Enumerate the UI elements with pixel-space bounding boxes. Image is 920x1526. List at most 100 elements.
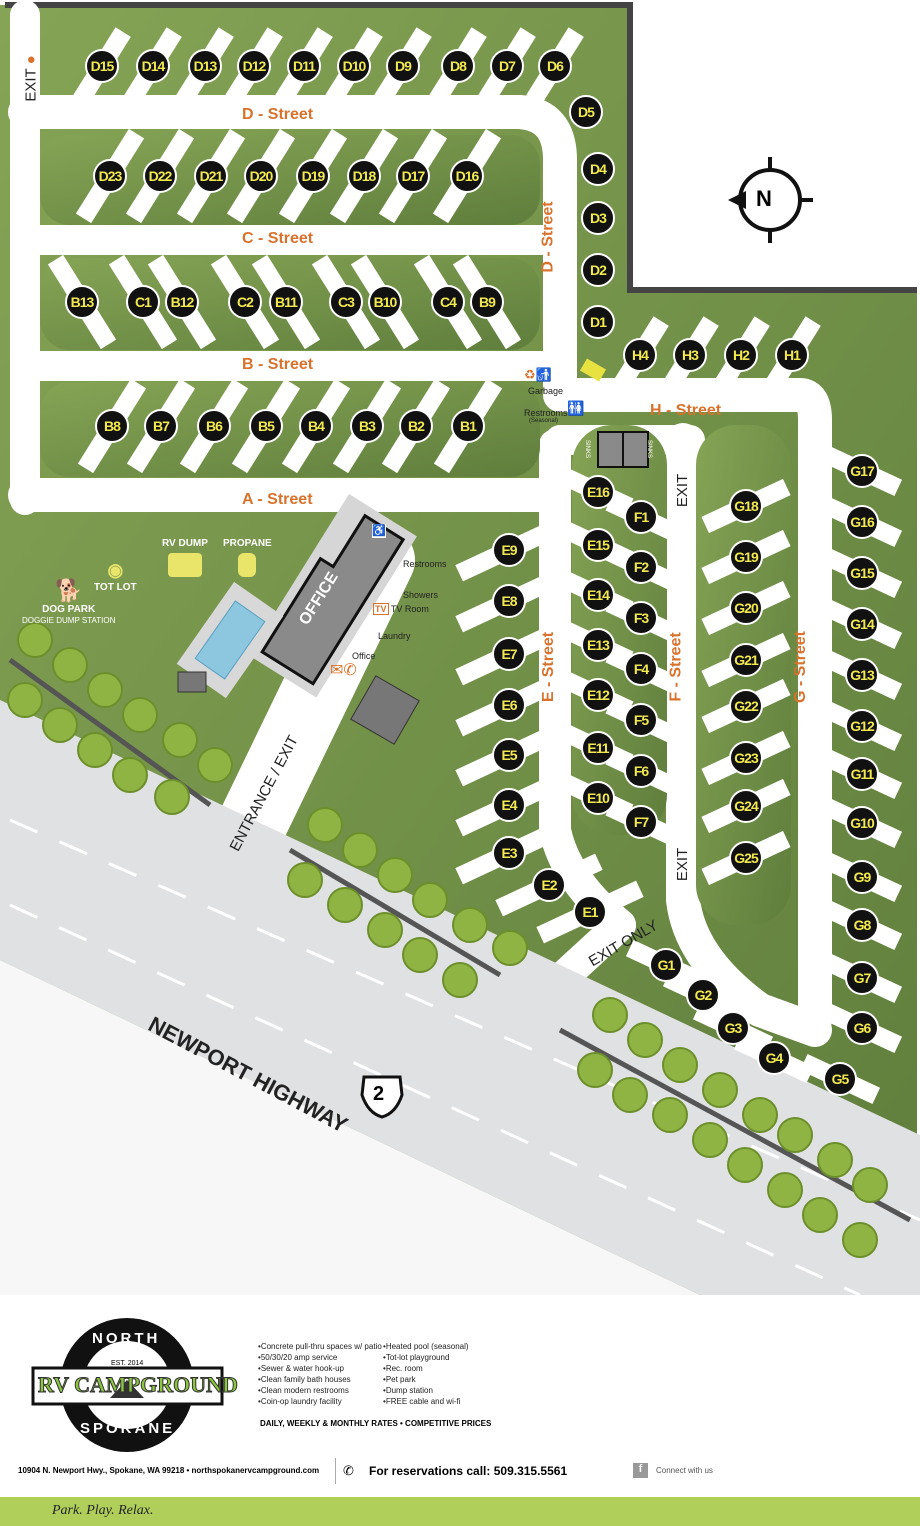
site-d11[interactable]: D11	[287, 49, 321, 83]
site-e12[interactable]: E12	[581, 678, 615, 712]
site-d10[interactable]: D10	[337, 49, 371, 83]
site-g3[interactable]: G3	[716, 1011, 750, 1045]
exit-f-top[interactable]: EXIT	[674, 473, 692, 508]
site-e13[interactable]: E13	[581, 628, 615, 662]
site-e15[interactable]: E15	[581, 528, 615, 562]
site-e1[interactable]: E1	[573, 895, 607, 929]
site-d2[interactable]: D2	[581, 253, 615, 287]
feature-item: Clean modern restrooms	[258, 1385, 382, 1396]
site-d17[interactable]: D17	[396, 159, 430, 193]
site-g16[interactable]: G16	[845, 505, 879, 539]
site-d19[interactable]: D19	[296, 159, 330, 193]
site-b13[interactable]: B13	[65, 285, 99, 319]
site-d5[interactable]: D5	[569, 95, 603, 129]
site-e6[interactable]: E6	[492, 688, 526, 722]
site-g11[interactable]: G11	[845, 757, 879, 791]
site-h1[interactable]: H1	[775, 338, 809, 372]
site-g12[interactable]: G12	[845, 709, 879, 743]
site-e2[interactable]: E2	[532, 868, 566, 902]
site-f3[interactable]: F3	[624, 601, 658, 635]
site-e3[interactable]: E3	[492, 836, 526, 870]
site-b4[interactable]: B4	[299, 409, 333, 443]
site-d13[interactable]: D13	[188, 49, 222, 83]
site-g10[interactable]: G10	[845, 806, 879, 840]
site-h2[interactable]: H2	[724, 338, 758, 372]
site-g8[interactable]: G8	[845, 908, 879, 942]
exit-f-bottom[interactable]: EXIT	[674, 847, 692, 882]
site-g25[interactable]: G25	[729, 841, 763, 875]
site-g7[interactable]: G7	[845, 961, 879, 995]
site-d21[interactable]: D21	[194, 159, 228, 193]
site-c2[interactable]: C2	[228, 285, 262, 319]
site-g1[interactable]: G1	[649, 948, 683, 982]
site-g24[interactable]: G24	[729, 789, 763, 823]
site-d14[interactable]: D14	[136, 49, 170, 83]
site-d23[interactable]: D23	[93, 159, 127, 193]
site-e9[interactable]: E9	[492, 533, 526, 567]
site-g22[interactable]: G22	[729, 689, 763, 723]
site-d9[interactable]: D9	[386, 49, 420, 83]
site-d7[interactable]: D7	[490, 49, 524, 83]
site-d4[interactable]: D4	[581, 152, 615, 186]
site-d8[interactable]: D8	[441, 49, 475, 83]
facebook-icon[interactable]: f	[633, 1463, 648, 1478]
site-d6[interactable]: D6	[538, 49, 572, 83]
site-d22[interactable]: D22	[143, 159, 177, 193]
site-g21[interactable]: G21	[729, 643, 763, 677]
site-d15[interactable]: D15	[85, 49, 119, 83]
site-e5[interactable]: E5	[492, 738, 526, 772]
site-b2[interactable]: B2	[399, 409, 433, 443]
site-c4[interactable]: C4	[431, 285, 465, 319]
site-e11[interactable]: E11	[581, 731, 615, 765]
site-g9[interactable]: G9	[845, 860, 879, 894]
site-g14[interactable]: G14	[845, 607, 879, 641]
site-f5[interactable]: F5	[624, 703, 658, 737]
site-e8[interactable]: E8	[492, 584, 526, 618]
site-d20[interactable]: D20	[244, 159, 278, 193]
site-d16[interactable]: D16	[450, 159, 484, 193]
site-f4[interactable]: F4	[624, 652, 658, 686]
site-e7[interactable]: E7	[492, 637, 526, 671]
site-d1[interactable]: D1	[581, 305, 615, 339]
site-e14[interactable]: E14	[581, 578, 615, 612]
site-e16[interactable]: E16	[581, 475, 615, 509]
site-g23[interactable]: G23	[729, 741, 763, 775]
site-e10[interactable]: E10	[581, 781, 615, 815]
site-d3[interactable]: D3	[581, 201, 615, 235]
site-c3[interactable]: C3	[329, 285, 363, 319]
site-d12[interactable]: D12	[237, 49, 271, 83]
site-g2[interactable]: G2	[686, 978, 720, 1012]
site-b6[interactable]: B6	[197, 409, 231, 443]
site-c1[interactable]: C1	[126, 285, 160, 319]
logo-bottom: SPOKANE	[80, 1420, 176, 1437]
site-b9[interactable]: B9	[470, 285, 504, 319]
site-g19[interactable]: G19	[729, 540, 763, 574]
site-h4[interactable]: H4	[623, 338, 657, 372]
site-b10[interactable]: B10	[368, 285, 402, 319]
site-f1[interactable]: F1	[624, 500, 658, 534]
site-b5[interactable]: B5	[249, 409, 283, 443]
site-b8[interactable]: B8	[95, 409, 129, 443]
site-b12[interactable]: B12	[165, 285, 199, 319]
exit-top-left[interactable]: EXIT ●	[23, 55, 40, 101]
site-g6[interactable]: G6	[845, 1011, 879, 1045]
site-g20[interactable]: G20	[729, 591, 763, 625]
site-f7[interactable]: F7	[624, 805, 658, 839]
site-g17[interactable]: G17	[845, 454, 879, 488]
site-g13[interactable]: G13	[845, 658, 879, 692]
site-f2[interactable]: F2	[624, 550, 658, 584]
site-b7[interactable]: B7	[144, 409, 178, 443]
site-g4[interactable]: G4	[757, 1041, 791, 1075]
social-link[interactable]: Connect with us	[656, 1466, 713, 1475]
site-h3[interactable]: H3	[673, 338, 707, 372]
site-e4[interactable]: E4	[492, 788, 526, 822]
site-g18[interactable]: G18	[729, 489, 763, 523]
site-b3[interactable]: B3	[350, 409, 384, 443]
site-g5[interactable]: G5	[823, 1062, 857, 1096]
site-b1[interactable]: B1	[451, 409, 485, 443]
site-b11[interactable]: B11	[269, 285, 303, 319]
site-g15[interactable]: G15	[845, 556, 879, 590]
site-d18[interactable]: D18	[347, 159, 381, 193]
site-f6[interactable]: F6	[624, 754, 658, 788]
reservations[interactable]: For reservations call: 509.315.5561	[369, 1464, 568, 1478]
